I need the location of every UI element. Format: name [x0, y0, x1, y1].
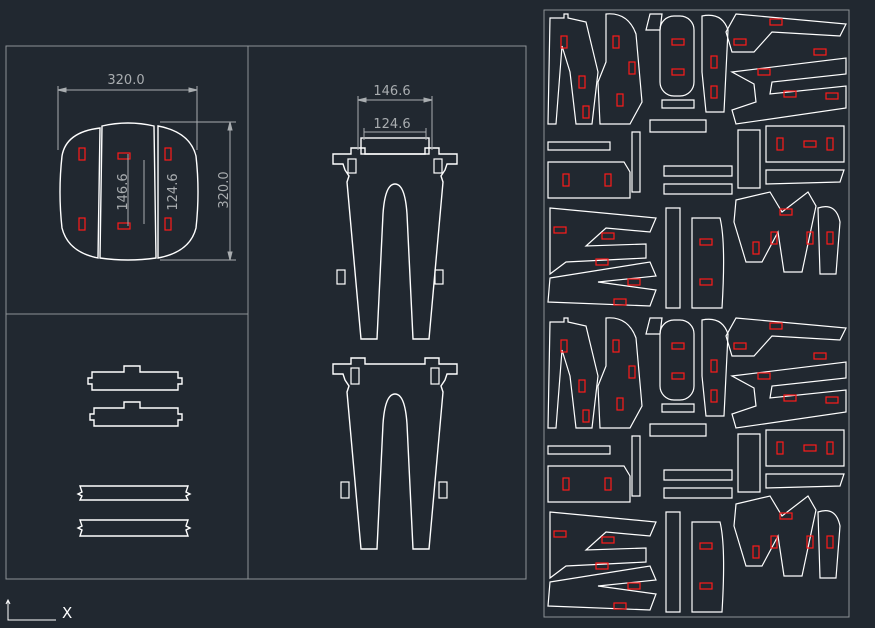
seat-dimensions [57, 86, 236, 261]
dim-seat-width: 320.0 [107, 73, 144, 88]
rail-pieces[interactable] [76, 365, 192, 537]
seat-top-view[interactable] [59, 122, 199, 261]
dim-seat-slot: 124.6 [166, 173, 181, 210]
dim-seat-outer: 146.6 [116, 173, 131, 210]
leg-dimensions [357, 96, 433, 150]
leg-view-bottom[interactable] [332, 357, 458, 550]
nesting-sheet[interactable] [543, 9, 850, 618]
ucs-x-label: X [62, 604, 72, 622]
dim-leg-top-inner: 124.6 [373, 117, 410, 132]
ucs-icon [5, 598, 56, 621]
leg-view-top[interactable] [332, 137, 458, 340]
dim-seat-depth: 320.0 [217, 171, 232, 208]
layout-frame [5, 45, 527, 580]
dim-leg-top-outer: 146.6 [373, 84, 410, 99]
slot [78, 147, 86, 161]
